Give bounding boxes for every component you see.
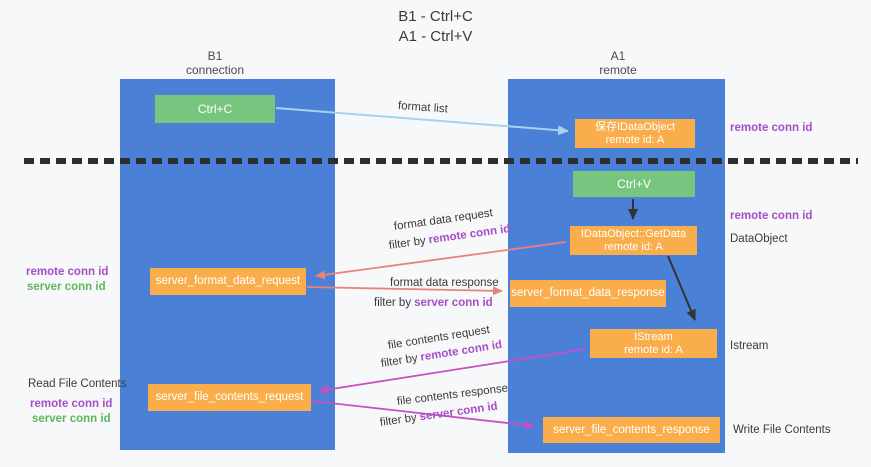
node-format-request-label: server_format_data_request [155,275,301,287]
node-istream-line1: IStream [634,330,673,343]
server-conn-id-text: server conn id [418,400,499,424]
annotation-istream: Istream [730,340,769,352]
node-idataobject-getdata: IDataObject::GetData remote id: A [570,226,697,255]
node-file-response-label: server_file_contents_response [553,423,710,436]
node-format-response-label: server_format_data_response [511,287,665,299]
annotation-remote-conn-id-top: remote conn id [730,122,813,134]
lane-header-a1: A1 remote [548,49,688,77]
annotation-left-remote-conn-id-bottom: remote conn id [30,398,113,410]
lane-a1-role: remote [599,63,637,77]
annotation-read-file-contents: Read File Contents [28,378,127,390]
node-istream-line2: remote id: A [624,343,683,356]
node-server-format-data-request: server_format_data_request [150,268,306,295]
phase-separator-dashed-line [24,158,858,164]
annotation-write-file-contents: Write File Contents [733,424,831,436]
node-ctrl-c-label: Ctrl+C [197,102,233,116]
node-getdata-line1: IDataObject::GetData [580,227,687,240]
node-ctrl-v-label: Ctrl+V [617,177,651,191]
filter-by-text: filter by [380,352,419,370]
filter-by-text: filter by [379,411,418,429]
node-save-idataobject-line2: remote id: A [605,133,665,146]
title-line-2: A1 - Ctrl+V [398,28,473,45]
server-conn-id-text: server conn id [414,297,493,309]
node-server-file-contents-request: server_file_contents_request [148,384,311,411]
lane-header-b1: B1 connection [145,49,285,77]
node-save-idataobject: 保存IDataObject remote id: A [575,119,695,148]
lane-a1-name: A1 [610,49,626,63]
title-line-1: B1 - Ctrl+C [398,8,473,25]
node-server-format-data-response: server_format_data_response [510,280,666,307]
node-getdata-line2: remote id: A [604,240,663,253]
edge-label-format-list: format list [397,100,449,116]
node-ctrl-v: Ctrl+V [573,171,695,197]
filter-by-text: filter by [388,234,427,252]
lane-b1-name: B1 [207,49,223,63]
annotation-left-server-conn-id-mid: server conn id [27,281,106,293]
lane-b1-role: connection [185,63,245,77]
filter-by-text: filter by [374,297,412,309]
diagram-title: B1 - Ctrl+C A1 - Ctrl+V [0,7,871,47]
annotation-remote-conn-id-mid: remote conn id [730,210,813,222]
node-save-idataobject-line1: 保存IDataObject [594,120,676,133]
node-ctrl-c: Ctrl+C [155,95,275,123]
edge-label-format-data-response: format data response [390,277,499,289]
annotation-dataobject: DataObject [730,233,788,245]
annotation-left-remote-conn-id-mid: remote conn id [26,266,109,278]
node-file-request-label: server_file_contents_request [155,391,304,403]
node-server-file-contents-response: server_file_contents_response [543,417,720,443]
node-istream: IStream remote id: A [590,329,717,358]
annotation-left-server-conn-id-bottom: server conn id [32,413,111,425]
